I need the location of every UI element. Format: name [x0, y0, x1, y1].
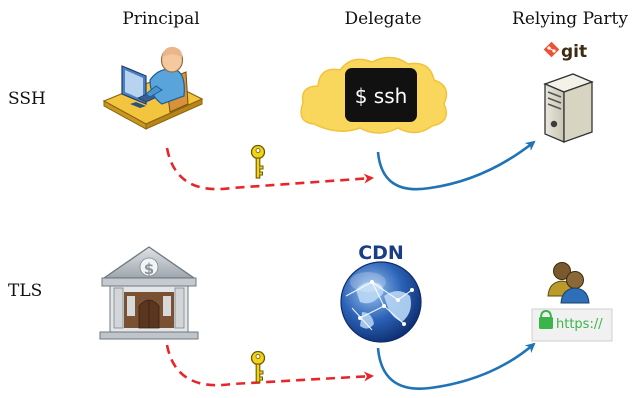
git-logo-text: git — [561, 42, 587, 62]
users-icon — [547, 262, 590, 304]
user-at-computer-icon — [102, 46, 204, 130]
column-header-principal: Principal — [122, 9, 199, 29]
terminal-command-text: $ ssh — [355, 84, 408, 108]
padlock-icon — [539, 309, 553, 329]
key-icon — [250, 350, 266, 383]
tls-access-arrow — [376, 342, 536, 390]
row-label-tls: TLS — [8, 281, 42, 301]
key-icon — [250, 144, 266, 179]
server-icon — [543, 73, 594, 143]
cdn-label: CDN — [358, 242, 404, 264]
column-header-relying-party: Relying Party — [512, 9, 628, 29]
column-header-delegate: Delegate — [344, 9, 421, 29]
ssh-access-arrow — [376, 140, 536, 191]
row-label-ssh: SSH — [8, 89, 46, 109]
bank-dollar-symbol: $ — [144, 260, 154, 278]
ssh-delegation-arrow — [165, 147, 374, 191]
https-url-text: https:// — [556, 317, 603, 332]
tls-delegation-arrow — [165, 344, 374, 387]
cloud-terminal-icon — [300, 56, 448, 134]
git-logo-icon — [543, 41, 560, 58]
bank-icon — [99, 246, 199, 340]
globe-icon — [340, 261, 422, 343]
